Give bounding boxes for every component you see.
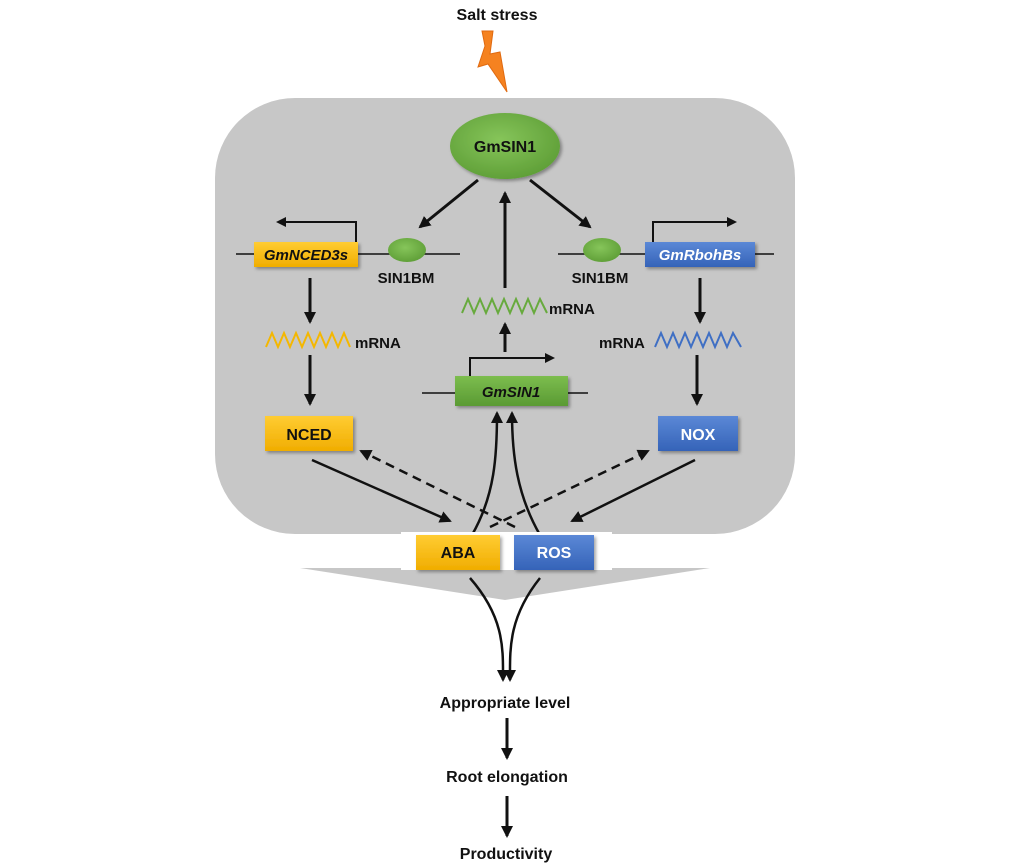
gmsin1-protein-label: GmSIN1 bbox=[474, 139, 536, 156]
output-funnel bbox=[300, 568, 710, 600]
gene-nced-label: GmNCED3s bbox=[264, 247, 348, 264]
binding-motif-right-shape bbox=[583, 238, 621, 262]
tss-arrow-center bbox=[469, 353, 555, 376]
arrow-ros-to-nced-dashed bbox=[359, 449, 516, 529]
arrow-ros-to-level bbox=[503, 577, 541, 682]
arrow-nced-to-aba bbox=[311, 458, 452, 523]
outcome-productivity: Productivity bbox=[460, 846, 553, 863]
lightning-icon bbox=[477, 30, 508, 93]
mrna-center-label: mRNA bbox=[549, 301, 595, 318]
mrna-wave-right bbox=[654, 330, 742, 350]
aba-box bbox=[416, 535, 500, 570]
arrow-aba-to-level bbox=[469, 577, 510, 682]
mrna-left-label: mRNA bbox=[355, 335, 401, 352]
tss-arrow-right bbox=[652, 217, 737, 242]
outcome-appropriate-level: Appropriate level bbox=[440, 695, 571, 712]
tss-arrow-left bbox=[276, 217, 357, 242]
arrow-ros-to-sin1-gene bbox=[506, 411, 542, 536]
outcome-root-elongation: Root elongation bbox=[446, 769, 568, 786]
salt-stress-label: Salt stress bbox=[457, 7, 538, 24]
gene-box-sin1 bbox=[455, 376, 568, 406]
nox-label: NOX bbox=[681, 427, 716, 444]
mrna-right-label: mRNA bbox=[599, 335, 645, 352]
ros-box bbox=[514, 535, 594, 570]
aba-label: ABA bbox=[441, 545, 476, 562]
mrna-wave-center bbox=[461, 296, 548, 316]
nced-box bbox=[265, 416, 353, 451]
nced-label: NCED bbox=[286, 427, 331, 444]
binding-motif-left-shape bbox=[388, 238, 426, 262]
binding-motif-left-label: SIN1BM bbox=[378, 270, 435, 287]
gene-box-nced bbox=[254, 242, 358, 267]
arrow-nox-to-ros bbox=[570, 458, 696, 523]
arrow-protein-to-left-motif bbox=[418, 178, 479, 229]
arrow-aba-to-sin1-gene bbox=[470, 411, 503, 536]
mrna-wave-left bbox=[265, 330, 351, 350]
gene-box-rboh bbox=[645, 242, 755, 267]
gene-sin1-label: GmSIN1 bbox=[482, 384, 540, 401]
binding-motif-right-label: SIN1BM bbox=[572, 270, 629, 287]
gene-rboh-label: GmRbohBs bbox=[659, 247, 742, 264]
ros-label: ROS bbox=[537, 545, 572, 562]
arrow-protein-to-right-motif bbox=[529, 178, 592, 229]
cell-compartment bbox=[215, 98, 795, 534]
nox-box bbox=[658, 416, 738, 451]
gmsin1-protein-node bbox=[450, 113, 560, 179]
